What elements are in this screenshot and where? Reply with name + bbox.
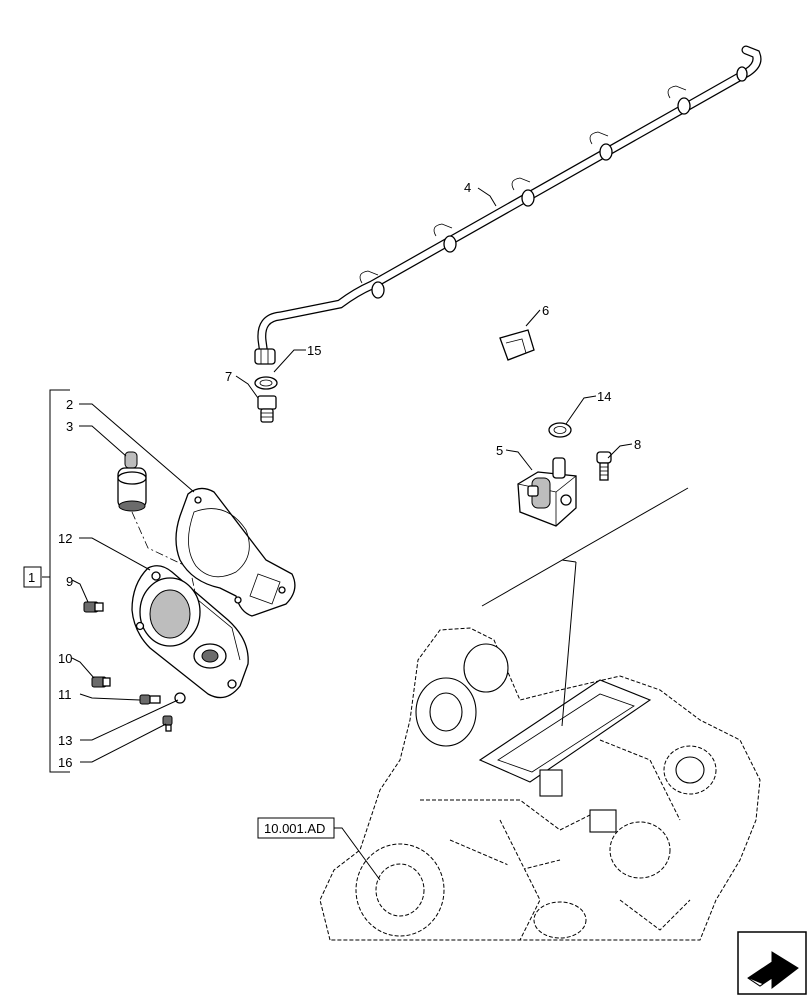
callout-7: 7 (225, 369, 232, 384)
gasket-2 (175, 487, 296, 617)
callout-11: 11 (58, 687, 72, 702)
callout-8: 8 (634, 437, 641, 452)
callout-4: 4 (464, 180, 471, 195)
callout-13: 13 (58, 733, 72, 748)
screw-16 (162, 715, 173, 732)
callout-labels: 4 6 15 7 14 8 5 2 3 12 9 10 11 13 16 1 (23, 180, 641, 770)
callout-3: 3 (66, 419, 73, 434)
callout-6: 6 (542, 303, 549, 318)
screw-8 (596, 451, 612, 481)
valve-5 (517, 457, 577, 527)
washer-14 (548, 422, 572, 438)
callout-1: 1 (28, 570, 35, 585)
callout-16: 16 (58, 755, 72, 770)
o-ring-15 (254, 376, 278, 390)
callout-12: 12 (58, 531, 72, 546)
callout-5: 5 (496, 443, 503, 458)
reference-label[interactable]: 10.001.AD (264, 821, 325, 836)
cap-3 (117, 451, 147, 512)
reference-link-10-001-ad[interactable]: 10.001.AD (257, 817, 335, 839)
clip-6 (499, 329, 535, 361)
callout-14: 14 (597, 389, 611, 404)
callout-9: 9 (66, 574, 73, 589)
callout-2: 2 (66, 397, 73, 412)
bolt-9 (83, 601, 104, 613)
callout-15: 15 (307, 343, 321, 358)
next-page-arrow-icon[interactable] (737, 931, 807, 995)
callout-10: 10 (58, 651, 72, 666)
screw-11 (139, 694, 161, 705)
housing-12 (131, 565, 249, 699)
fitting-7 (257, 395, 277, 423)
engine-assembly (319, 627, 761, 941)
fuel-tube-assembly (254, 45, 762, 365)
leader-lines (42, 187, 633, 881)
bolt-10 (91, 676, 111, 688)
plug-13 (174, 692, 186, 704)
